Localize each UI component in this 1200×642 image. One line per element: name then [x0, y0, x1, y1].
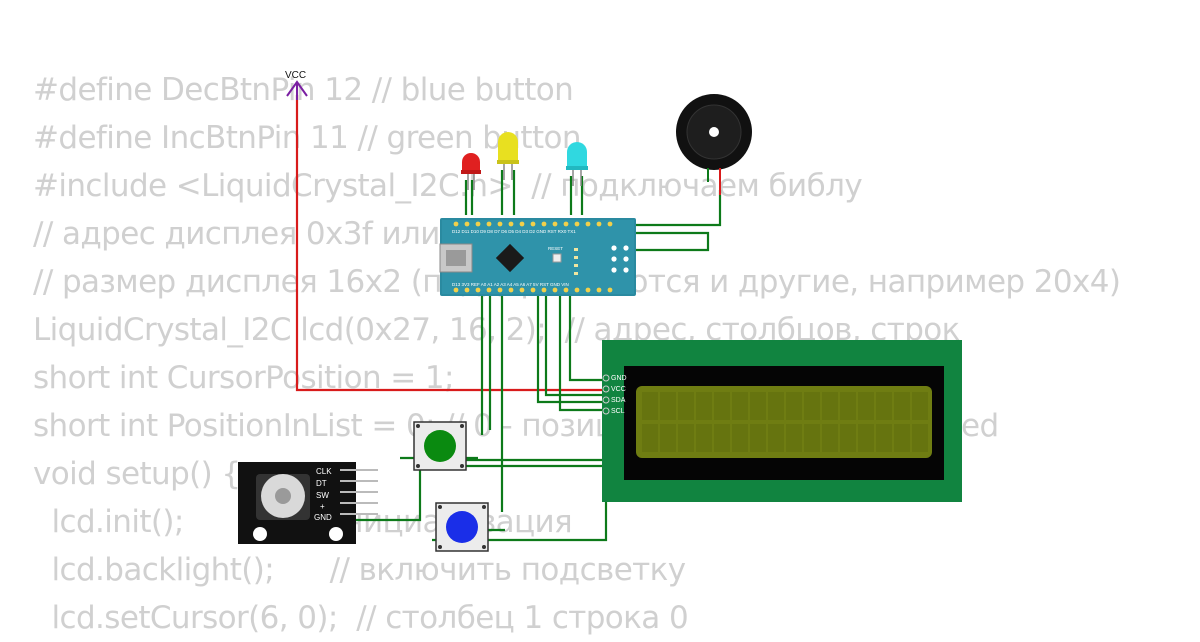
lcd-cell: [642, 424, 658, 452]
lcd-cell: [660, 392, 676, 420]
buzzer[interactable]: [676, 94, 752, 195]
lcd-cell: [840, 424, 856, 452]
lcd-cell: [786, 392, 802, 420]
reset-label: RESET: [548, 246, 563, 251]
led-red[interactable]: [461, 153, 481, 190]
vcc-label: VCC: [285, 70, 306, 81]
encoder-pin-gnd: GND: [314, 513, 332, 522]
lcd-cell: [768, 392, 784, 420]
encoder-pin-clk: CLK: [316, 467, 332, 476]
led-cyan[interactable]: [566, 142, 588, 186]
lcd-cell: [894, 392, 910, 420]
code-line: void setup() {: [33, 456, 241, 492]
lcd-cell: [750, 392, 766, 420]
lcd-cell: [912, 424, 928, 452]
push-button-blue[interactable]: [435, 502, 489, 552]
lcd-cell: [822, 392, 838, 420]
lcd-cell: [678, 424, 694, 452]
lcd-cell: [678, 392, 694, 420]
encoder-pin-plus: +: [320, 502, 325, 511]
lcd-cell: [660, 424, 676, 452]
lcd-pin-vcc: VCC: [611, 386, 626, 393]
encoder-pin-sw: SW: [316, 491, 329, 500]
lcd-display[interactable]: GND VCC SDA SCL: [602, 340, 962, 502]
lcd-pin-header: GND VCC SDA SCL: [602, 374, 627, 415]
lcd-cell: [858, 392, 874, 420]
encoder-pin-dt: DT: [316, 479, 327, 488]
lcd-cell: [732, 424, 748, 452]
mcu-chip: [495, 243, 525, 273]
lcd-cell: [714, 392, 730, 420]
lcd-cell: [696, 424, 712, 452]
lcd-cell: [768, 424, 784, 452]
lcd-cell: [876, 392, 892, 420]
code-line: #define DecBtnPin 12 // blue button: [33, 72, 574, 108]
lcd-cell: [750, 424, 766, 452]
rotary-encoder[interactable]: CLK DT SW + GND: [238, 462, 378, 544]
lcd-cell: [804, 424, 820, 452]
lcd-cell: [642, 392, 658, 420]
lcd-cell: [732, 392, 748, 420]
lcd-character-grid: [642, 392, 928, 452]
push-button-green[interactable]: [413, 421, 467, 471]
led-yellow[interactable]: [497, 132, 519, 180]
reset-button[interactable]: [552, 253, 562, 263]
arduino-nano[interactable]: D12 D11 D10 D9 D8 D7 D6 D5 D4 D3 D2 GND …: [439, 218, 636, 296]
arduino-bottom-pin-labels: D13 3V3 REF A0 A1 A2 A3 A4 A5 A6 A7 5V R…: [452, 282, 569, 287]
lcd-pin-sda: SDA: [611, 397, 626, 404]
lcd-cell: [804, 392, 820, 420]
code-line: lcd.backlight(); // включить подсветку: [33, 552, 687, 588]
lcd-cell: [714, 424, 730, 452]
lcd-cell: [876, 424, 892, 452]
lcd-cell: [894, 424, 910, 452]
lcd-cell: [840, 392, 856, 420]
lcd-cell: [912, 392, 928, 420]
arduino-top-pin-labels: D12 D11 D10 D9 D8 D7 D6 D5 D4 D3 D2 GND …: [452, 229, 576, 234]
lcd-cell: [786, 424, 802, 452]
vcc-marker: VCC: [285, 70, 308, 100]
code-line: #include <LiquidCrystal_I2C.h> // подклю…: [33, 168, 863, 204]
vcc-arrow-icon: [286, 80, 308, 100]
lcd-cell: [822, 424, 838, 452]
lcd-pin-scl: SCL: [611, 408, 625, 415]
lcd-cell: [858, 424, 874, 452]
lcd-pin-gnd: GND: [611, 375, 627, 382]
code-line: #define IncBtnPin 11 // green button: [33, 120, 582, 156]
lcd-cell: [696, 392, 712, 420]
